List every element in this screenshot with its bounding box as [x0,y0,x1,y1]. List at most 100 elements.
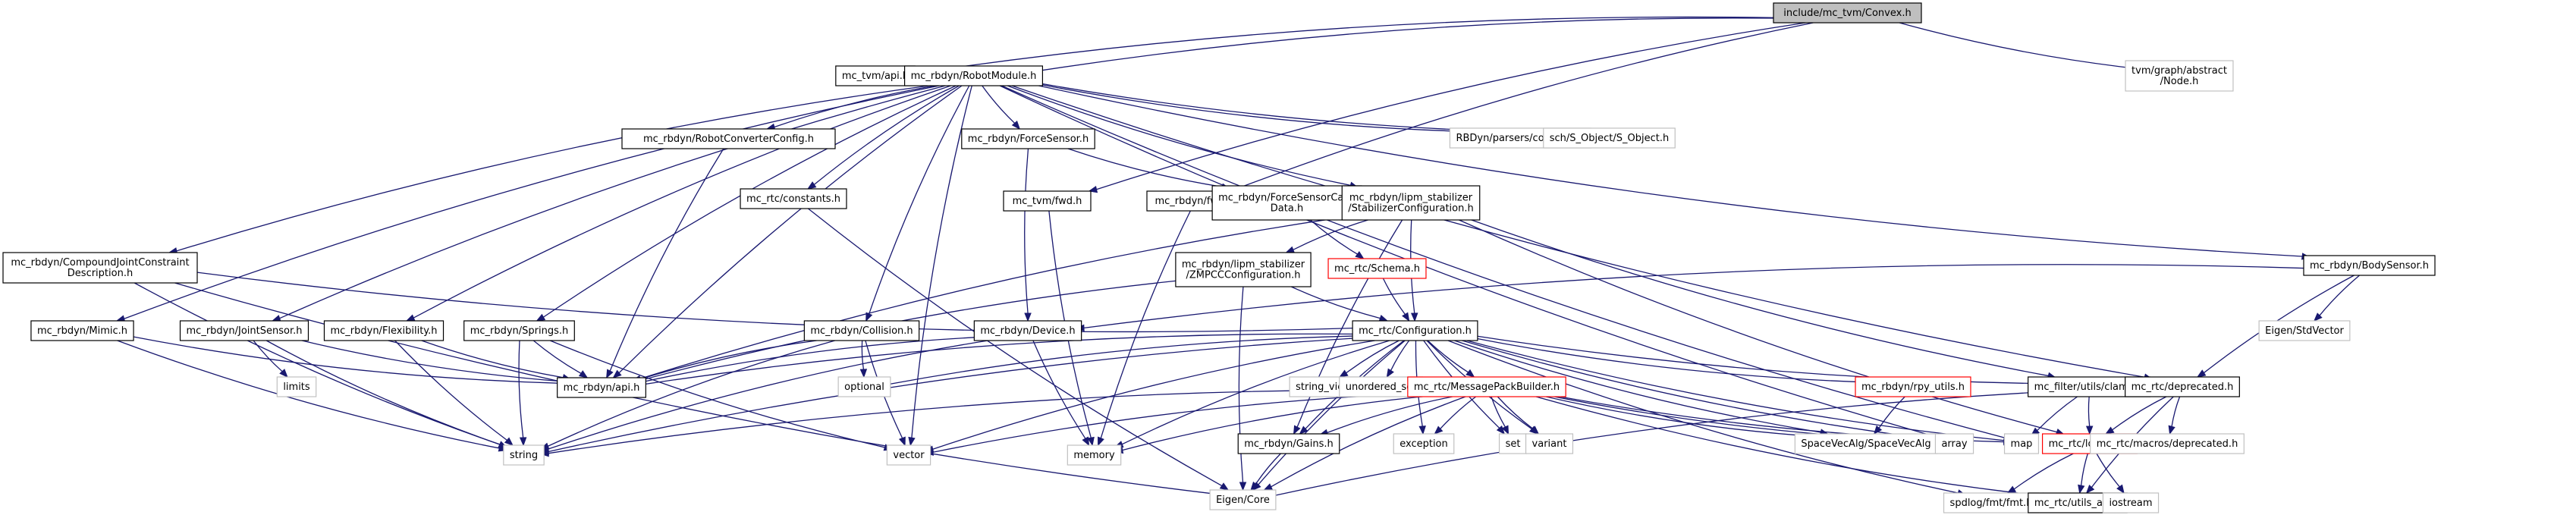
node-label: variant [1532,438,1567,450]
node-label: mc_rbdyn/Gains.h [1244,438,1334,450]
node-label: optional [844,382,884,393]
arrowhead-collision-to-optional [859,369,868,378]
arrowhead-stabconf-to-gains [1293,425,1301,435]
edge-forcesensor-to-device [1024,148,1029,314]
edge-convex-to-robotmodule [1034,17,1774,72]
arrowhead-msgpack-to-eigen_core [1263,483,1274,491]
node-box [903,65,1044,86]
node-bodysensor[interactable]: mc_rbdyn/BodySensor.h [2303,255,2436,276]
node-box [1543,127,1676,149]
node-box [2003,433,2040,454]
node-rpy-utils[interactable]: mc_rbdyn/rpy_utils.h [1855,376,1971,397]
edge-fscalib-to-schema [1310,219,1358,255]
edge-bodysensor-to-device [1083,264,2311,329]
node-robotconverter[interactable]: mc_rbdyn/RobotConverterConfig.h [621,128,836,149]
node-box [1003,190,1092,212]
node-stabconf[interactable]: mc_rbdyn/lipm_stabilizer/StabilizerConfi… [1341,185,1481,221]
edge-robotmodule-to-map [1001,85,2005,438]
node-box [2,252,198,284]
node-label: mc_rbdyn/Device.h [980,325,1075,337]
edge-robotmodule-to-vector [911,85,972,438]
node-label: string [510,450,538,461]
edge-robotmodule-to-forcesensor [982,85,1016,124]
node-label: mc_rbdyn/BodySensor.h [2310,260,2429,272]
node-jointsensor[interactable]: mc_rbdyn/JointSensor.h [179,320,309,341]
node-label: mc_rbdyn/Springs.h [470,325,569,337]
node-label: sch/S_Object/S_Object.h [1550,133,1669,144]
node-rbdyn-api[interactable]: mc_rbdyn/api.h [557,377,646,398]
node-forcesensor[interactable]: mc_rbdyn/ForceSensor.h [961,128,1095,149]
arrowhead-jointsensor-to-limits [279,369,288,378]
node-box [1237,433,1340,454]
node-variant: variant [1525,433,1574,454]
node-mimic[interactable]: mc_rbdyn/Mimic.h [30,320,134,341]
node-tvm-api[interactable]: mc_tvm/api.h [835,65,916,86]
node-box [2090,433,2245,454]
node-collision[interactable]: mc_rbdyn/Collision.h [803,320,920,341]
node-springs[interactable]: mc_rbdyn/Springs.h [463,320,575,341]
node-tvm-fwd[interactable]: mc_tvm/fwd.h [1003,190,1092,212]
edge-robotmodule-to-rbdyn_api [618,85,963,374]
node-robotmodule[interactable]: mc_rbdyn/RobotModule.h [903,65,1044,86]
node-box [1352,320,1478,341]
node-box [1943,492,2040,513]
arrowhead-msgpack-to-string [539,449,549,457]
node-label: mc_rtc/Configuration.h [1359,325,1472,337]
node-gains[interactable]: mc_rbdyn/Gains.h [1237,433,1340,454]
arrowhead-flexibility-to-string [504,437,514,446]
edge-msgpack-to-memory [1122,394,1440,451]
node-box [1327,258,1427,279]
edge-robotmodule-to-compound [176,85,929,252]
arrowhead-robotconverter-to-rbdyn_api [606,369,614,379]
edge-springs-to-string [518,340,524,438]
node-zmpcc[interactable]: mc_rbdyn/lipm_stabilizer/ZMPCCConfigurat… [1175,252,1312,287]
edge-configuration-to-optional [887,335,1366,385]
node-box [463,320,575,341]
node-label: mc_rbdyn/lipm_stabilizer [1182,259,1305,271]
edge-configuration-to-rbdyn_api [639,333,1366,386]
node-label: mc_rbdyn/ForceSensorCalib [1218,193,1356,204]
node-compound[interactable]: mc_rbdyn/CompoundJointConstraintDescript… [2,252,198,284]
arrowhead-deprecated-to-utils_api [2085,485,2095,494]
edge-robotmodule-to-sch_object [1026,80,1555,133]
node-label: mc_rbdyn/ForceSensor.h [968,133,1089,145]
edge-compound-to-configuration [196,272,1359,333]
node-box [886,444,931,466]
edge-configuration-to-rpy_utils [1464,335,1875,383]
node-label: tvm/graph/abstract [2131,65,2227,77]
node-eigen-core: Eigen/Core [1209,489,1277,510]
arrowhead-msgpack-to-variant [1530,426,1540,435]
node-box [803,320,920,341]
node-label: SpaceVecAlg/SpaceVecAlg [1801,438,1930,450]
edge-rbdyn_fwd-to-memory [1100,210,1191,438]
node-label: mc_rtc/Schema.h [1334,263,1420,275]
edge-deprecated-to-macros_deprecated [2171,396,2181,427]
edge-convex-to-tvm_node [1899,22,2147,71]
node-array: array [1934,433,1974,454]
edge-stabconf-to-zmpcc [1293,219,1368,250]
edge-zmpcc-to-rbdyn_api [639,278,1191,382]
edge-device-to-memory [1032,340,1086,439]
node-label: mc_rbdyn/Mimic.h [37,325,127,337]
node-flexibility[interactable]: mc_rbdyn/Flexibility.h [323,320,445,341]
node-schema[interactable]: mc_rtc/Schema.h [1327,258,1427,279]
node-configuration[interactable]: mc_rtc/Configuration.h [1352,320,1478,341]
node-sch-object: sch/S_Object/S_Object.h [1543,127,1676,149]
node-deprecated[interactable]: mc_rtc/deprecated.h [2125,376,2240,397]
edge-rpy_utils-to-spacevecalg [1878,396,1905,429]
arrowhead-robotmodule-to-rbdyn_api [612,369,622,378]
node-box [1934,433,1974,454]
node-device[interactable]: mc_rbdyn/Device.h [973,320,1082,341]
arrowhead-device-to-memory [1082,436,1090,447]
node-label: vector [893,450,925,461]
node-convex[interactable]: include/mc_tvm/Convex.h [1773,2,1922,24]
node-msgpack[interactable]: mc_rtc/MessagePackBuilder.h [1407,376,1566,397]
arrowhead-robotmodule-to-springs [536,313,546,322]
edge-flexibility-to-rbdyn_api [421,340,564,378]
node-label: mc_tvm/api.h [842,71,909,82]
node-rtc-constants[interactable]: mc_rtc/constants.h [740,188,847,209]
arrowhead-springs-to-rbdyn_api [578,370,589,378]
node-limits: limits [276,376,317,397]
